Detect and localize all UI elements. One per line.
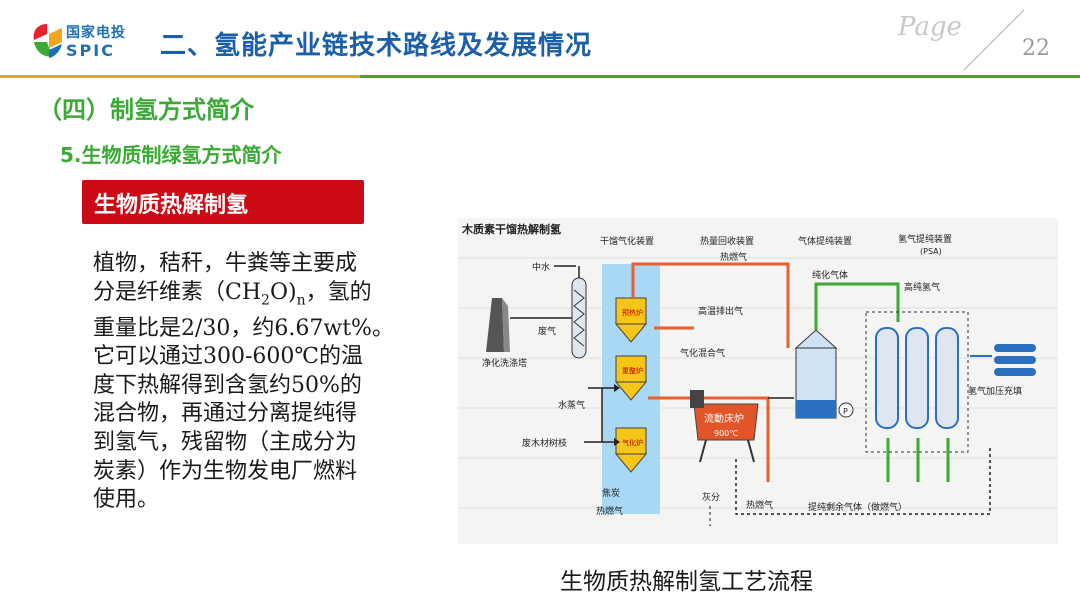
body-line: 使用。	[93, 487, 160, 513]
section-heading: （四）制氢方式简介	[38, 96, 254, 124]
stage-label: 氢气提纯装置	[898, 233, 952, 245]
gas-purifier-icon: P	[794, 329, 854, 419]
body-line: 它可以通过300-600℃的温	[93, 344, 364, 370]
logo-chinese-text: 国家电投	[66, 25, 126, 41]
high-temp-exhaust-label: 高温排出气	[698, 305, 743, 317]
body-paragraph: 植物，秸秆，牛粪等主要成 分是纤维素（CH2O)n，氢的 重量比是2/30，约6…	[93, 250, 423, 515]
topic-banner: 生物质热解制氢	[82, 180, 364, 224]
body-line: 炭素）作为生物发电厂燃料	[93, 458, 358, 484]
steam-label: 水蒸气	[558, 399, 585, 411]
diagram-caption: 生物质热解制氢工艺流程	[560, 569, 813, 595]
body-line: 度下热解得到含氢约50%的	[93, 372, 362, 398]
water-label: 中水	[532, 261, 550, 273]
body-line: 植物，秸秆，牛粪等主要成	[93, 251, 358, 276]
header-slash-decoration	[963, 9, 1025, 71]
hot-gas-top-label: 热燃气	[720, 251, 747, 263]
body-line: 混合物，再通过分离提纯得	[93, 401, 358, 427]
h2-fill-label: 氢气加压充填	[968, 385, 1022, 397]
char-label: 焦炭	[602, 487, 620, 499]
body-line: 到氢气，残留物（主成分为	[93, 429, 358, 455]
reformer-label: 重整炉	[622, 366, 643, 375]
fluidized-bed-furnace: 流動床炉 900℃	[690, 390, 759, 463]
stage-label: 干馏气化装置	[600, 235, 654, 247]
psa-tower-group	[865, 311, 969, 453]
spic-logo-icon	[33, 24, 62, 58]
pure-gas-label: 纯化气体	[812, 269, 848, 281]
header-divider	[0, 75, 1080, 78]
page-title: 二、氢能产业链技术路线及发展情况	[160, 31, 593, 61]
hot-gas-mid-label: 热燃气	[746, 499, 773, 511]
wood-label: 废木材树枝	[522, 437, 567, 449]
sub-heading: 5.生物质制绿氢方式简介	[60, 143, 282, 167]
high-pure-h2-label: 高纯氢气	[904, 281, 940, 293]
topic-banner-label: 生物质热解制氢	[94, 193, 249, 218]
page-label: Page	[898, 12, 962, 42]
gasifier-label: 气化炉	[622, 438, 643, 447]
fluid-bed-label: 流動床炉	[704, 412, 744, 425]
waste-gas-label: 废气	[538, 325, 556, 337]
logo-english-text: SPIC	[66, 41, 115, 60]
stage-label: 热量回收装置	[700, 235, 754, 247]
body-line-formula: 分是纤维素（CH2O)n，氢的	[93, 279, 372, 308]
pump-label: P	[843, 407, 848, 416]
reactor-column: 预热炉 重整炉 气化炉	[614, 297, 648, 473]
diagram-title: 木质素干馏热解制氢	[461, 222, 561, 236]
scrubber-tower-icon	[486, 298, 510, 352]
scrubber-label: 净化洗涤塔	[482, 357, 527, 369]
condenser-column-icon	[571, 266, 587, 359]
hot-gas-bottom-label: 热燃气	[596, 505, 623, 517]
page-number: 22	[1022, 36, 1050, 61]
stage-label: 气体提纯装置	[798, 235, 852, 247]
fluid-bed-temp: 900℃	[714, 429, 738, 438]
preheater-label: 预热炉	[622, 308, 643, 317]
process-flow-diagram: 木质素干馏热解制氢 干馏气化装置 热量回收装置 气体提纯装置 氢气提纯装置 (P…	[458, 218, 1058, 544]
stage-label: (PSA)	[920, 247, 942, 256]
body-line: 重量比是2/30，约6.67wt%。	[93, 315, 394, 341]
residual-gas-label: 提纯剩余气体（做燃气）	[808, 501, 907, 513]
ash-label: 灰分	[702, 491, 720, 503]
hydrogen-cylinder-icon	[994, 344, 1036, 376]
gas-mix-label: 气化混合气	[680, 347, 725, 359]
